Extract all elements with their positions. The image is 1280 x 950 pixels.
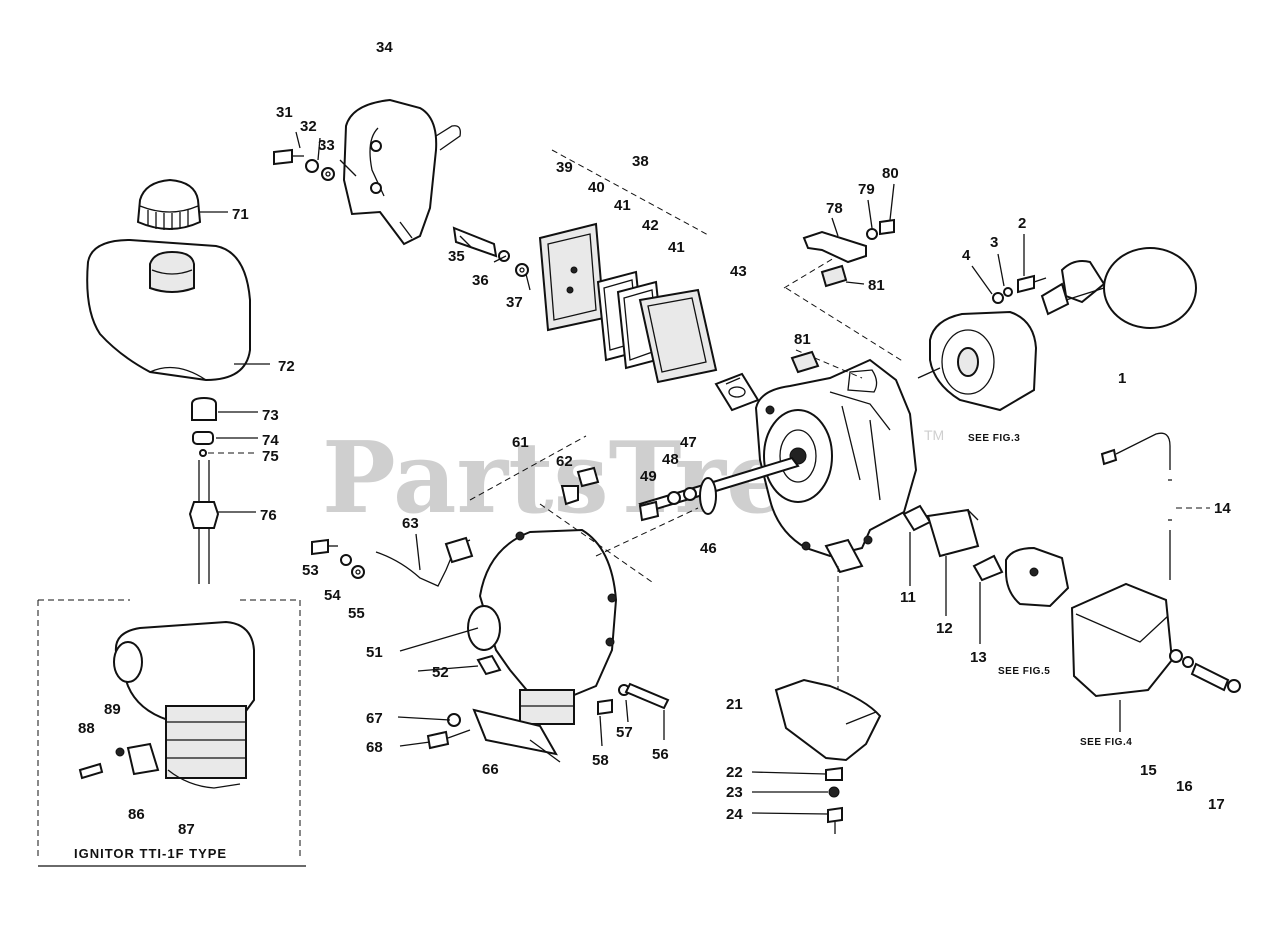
callout-12: 12 (936, 620, 953, 637)
callout-15: 15 (1140, 762, 1157, 779)
callout-71: 71 (232, 206, 249, 223)
see-fig-4-note: SEE FIG.4 (1080, 737, 1132, 748)
callout-55: 55 (348, 605, 365, 622)
callout-4: 4 (962, 247, 971, 264)
callout-22: 22 (726, 764, 743, 781)
callout-46: 46 (700, 540, 717, 557)
callout-89: 89 (104, 701, 121, 718)
callout-31: 31 (276, 104, 293, 121)
callout-54: 54 (324, 587, 341, 604)
callout-1: 1 (1118, 370, 1126, 387)
callout-16: 16 (1176, 778, 1193, 795)
callout-23: 23 (726, 784, 743, 801)
callout-68: 68 (366, 739, 383, 756)
callout-36: 36 (472, 272, 489, 289)
fuel-tank (86, 238, 251, 382)
callout-76: 76 (260, 507, 277, 524)
ignition-assembly (902, 504, 1241, 698)
callout-80: 80 (882, 165, 899, 182)
crankcase (467, 528, 618, 763)
callout-13: 13 (970, 649, 987, 666)
see-fig-5-note: SEE FIG.5 (998, 666, 1050, 677)
callout-11: 11 (900, 589, 916, 606)
fuel-filter-parts (188, 396, 220, 584)
muffler-screws (273, 148, 335, 181)
callout-49: 49 (640, 468, 657, 485)
callout-40: 40 (588, 179, 605, 196)
ignition-wire (375, 536, 474, 587)
callout-78: 78 (826, 200, 843, 217)
callout-53: 53 (302, 562, 319, 579)
callout-32: 32 (300, 118, 317, 135)
callout-81-lower: 81 (794, 331, 811, 348)
fuel-cap (136, 178, 202, 230)
callout-66: 66 (482, 761, 499, 778)
callout-58: 58 (592, 752, 609, 769)
callout-75: 75 (262, 448, 279, 465)
callout-74: 74 (262, 432, 279, 449)
callout-33: 33 (318, 137, 335, 154)
callout-42: 42 (642, 217, 659, 234)
callout-63: 63 (402, 515, 419, 532)
callout-21: 21 (726, 696, 743, 713)
callout-86: 86 (128, 806, 145, 823)
callout-41-upper: 41 (614, 197, 631, 214)
callout-51: 51 (366, 644, 383, 661)
callout-37: 37 (506, 294, 523, 311)
callout-24: 24 (726, 806, 743, 823)
callout-47: 47 (680, 434, 697, 451)
callout-52: 52 (432, 664, 449, 681)
callout-72: 72 (278, 358, 295, 375)
engine-block (754, 358, 918, 574)
callout-67: 67 (366, 710, 383, 727)
carburetor-stack (452, 222, 760, 412)
callout-2: 2 (1018, 215, 1026, 232)
callout-56: 56 (652, 746, 669, 763)
callout-43: 43 (730, 263, 747, 280)
gasket-81 (790, 350, 820, 374)
callout-34: 34 (376, 39, 393, 56)
callout-81-upper: 81 (868, 277, 885, 294)
starter-housing (929, 247, 1197, 412)
callout-14: 14 (1214, 500, 1231, 517)
callout-17: 17 (1208, 796, 1225, 813)
callout-48: 48 (662, 451, 679, 468)
callout-35: 35 (448, 248, 465, 265)
callout-88: 88 (78, 720, 95, 737)
callout-38: 38 (632, 153, 649, 170)
callout-87: 87 (178, 821, 195, 838)
callout-61: 61 (512, 434, 529, 451)
inset-caption: IGNITOR TTI-1F TYPE (74, 846, 227, 861)
ignitor-inset (37, 599, 301, 858)
see-fig-3-note: SEE FIG.3 (968, 433, 1020, 444)
bracket-78 (802, 218, 895, 288)
callout-79: 79 (858, 181, 875, 198)
spark-lead (1100, 432, 1172, 580)
callout-3: 3 (990, 234, 998, 251)
muffler-cover (342, 98, 461, 246)
callout-57: 57 (616, 724, 633, 741)
callout-73: 73 (262, 407, 279, 424)
callout-labels: 34 31 32 33 38 39 40 41 42 41 43 35 36 3… (74, 39, 1231, 861)
crank-shaft (638, 456, 800, 522)
clutch-shield (774, 678, 882, 834)
callout-39: 39 (556, 159, 573, 176)
watermark-trademark: TM (924, 427, 944, 443)
callout-41-lower: 41 (668, 239, 685, 256)
callout-62: 62 (556, 453, 573, 470)
hardware-small (311, 466, 670, 750)
